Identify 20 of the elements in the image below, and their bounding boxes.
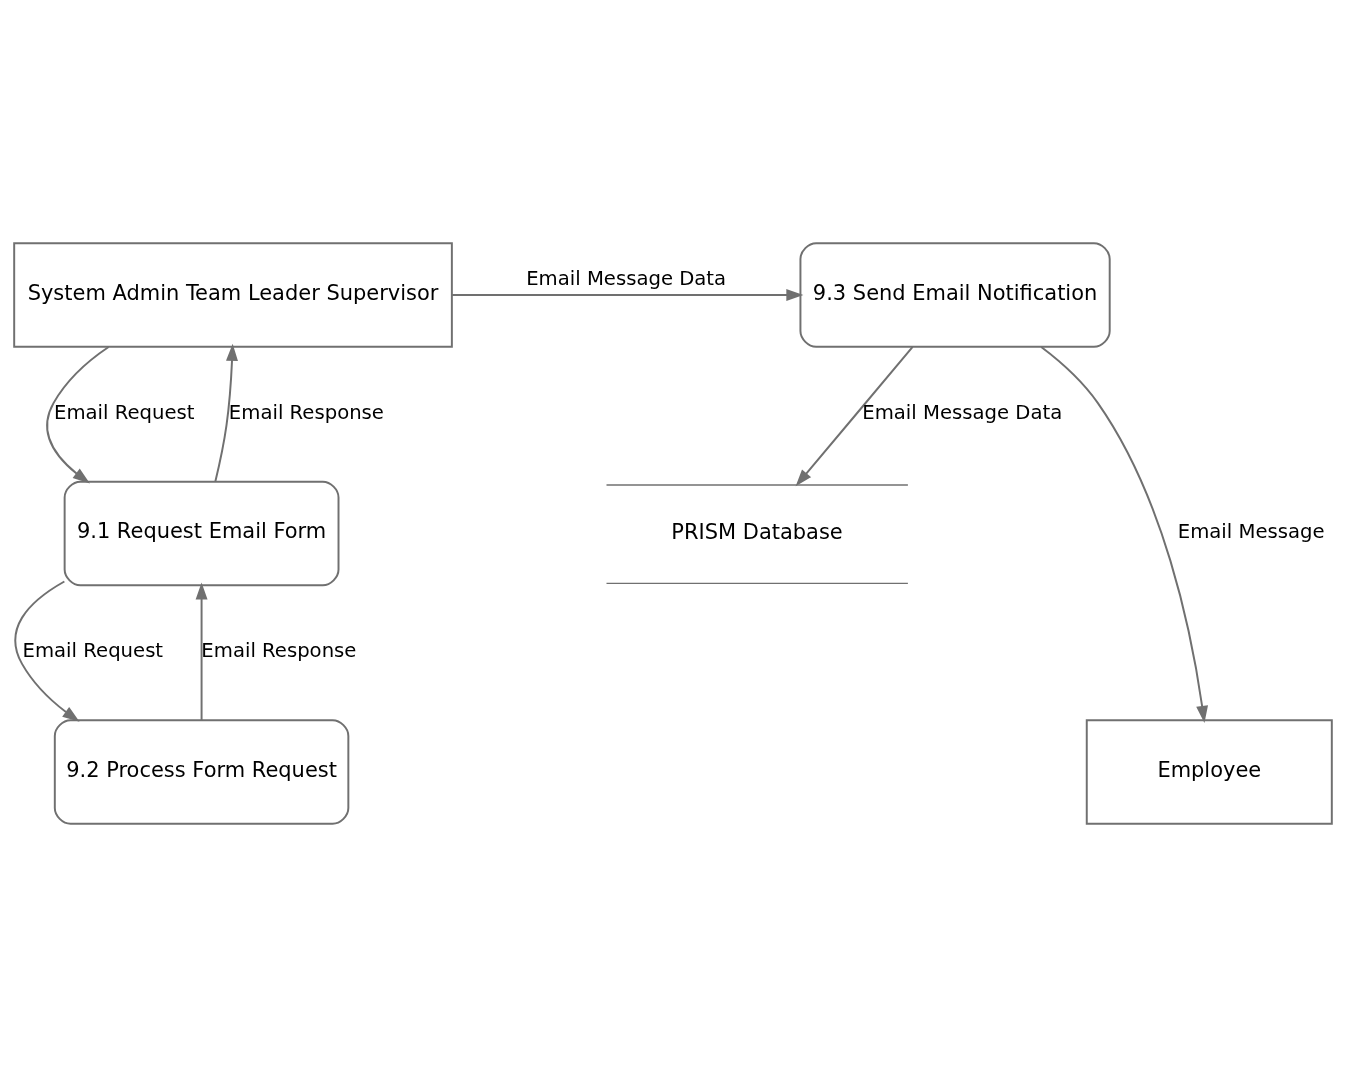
node-box: System Admin Team Leader Supervisor xyxy=(13,241,453,348)
arrow xyxy=(214,343,238,482)
node-box: Employee xyxy=(1085,718,1333,825)
edge-label: Email Message xyxy=(1177,519,1325,543)
node-box: 9.3 Send Email Notification xyxy=(799,241,1111,348)
node-box: 9.1 Request Email Form xyxy=(63,480,340,586)
arrow xyxy=(46,345,110,483)
arrow xyxy=(795,345,914,486)
node-box: 9.2 Process Form Request xyxy=(53,718,350,825)
arrow xyxy=(14,580,80,722)
arrow xyxy=(1040,345,1209,723)
node-text: PRISM Database xyxy=(671,519,843,544)
edge-label: Email Response xyxy=(201,638,357,662)
edge-label: Email Request xyxy=(22,638,164,662)
edge-label: Email Request xyxy=(54,400,195,424)
edge-label: Email Response xyxy=(228,400,384,424)
arrow xyxy=(451,288,804,301)
arrow xyxy=(195,581,208,721)
edge-label: Email Message Data xyxy=(862,400,1063,424)
edge-label: Email Message Data xyxy=(526,266,727,290)
